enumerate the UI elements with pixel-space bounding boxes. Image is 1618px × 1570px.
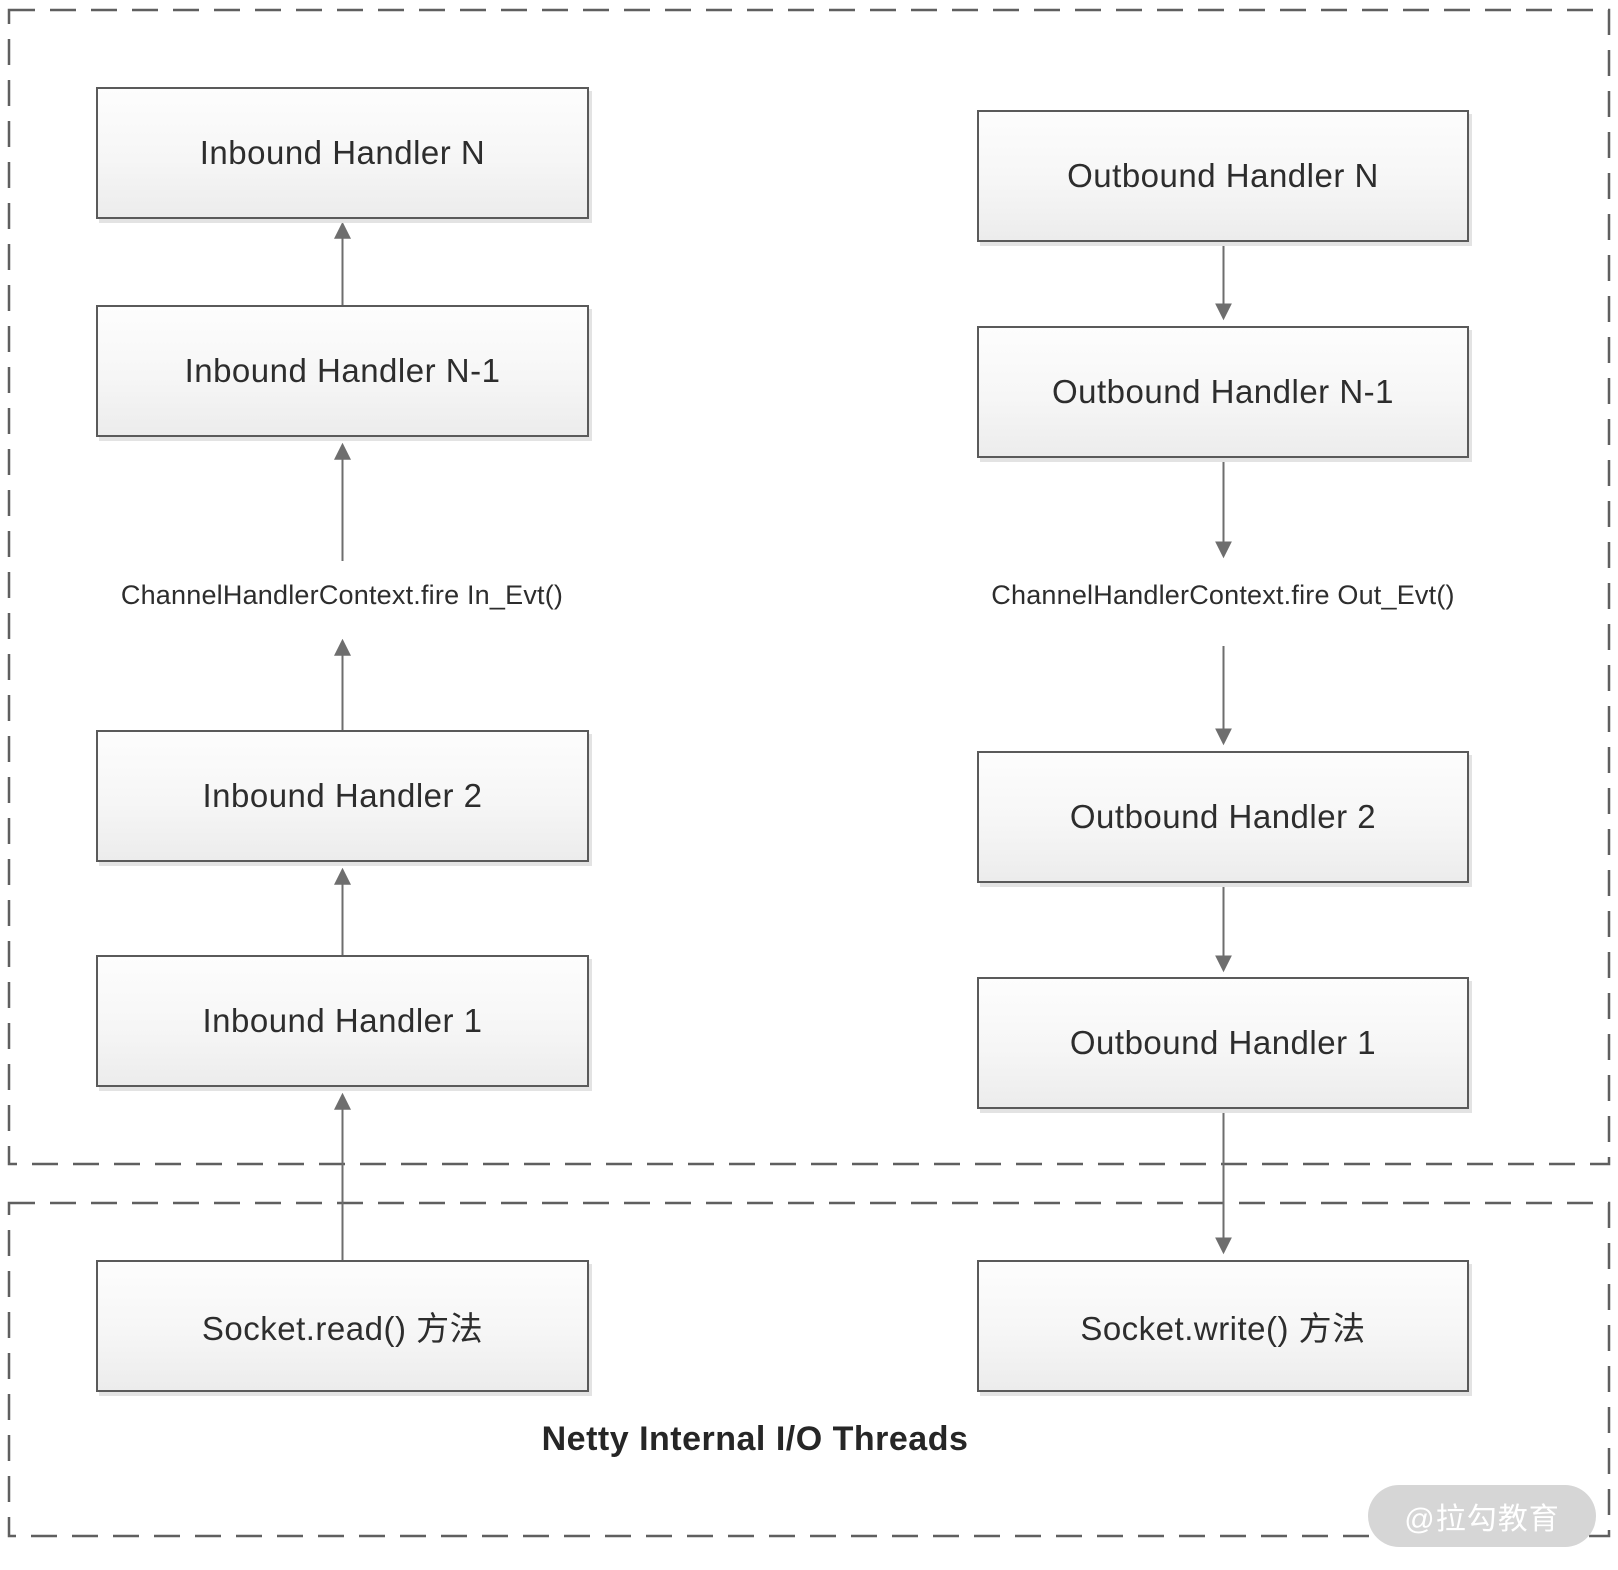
socket-write-box: Socket.write() 方法: [977, 1260, 1469, 1392]
inbound-handler-n-box: Inbound Handler N: [96, 87, 589, 219]
inbound-event-label: ChannelHandlerContext.fire In_Evt(): [120, 580, 564, 610]
inbound-handler-2-box: Inbound Handler 2: [96, 730, 589, 862]
inbound-handler-1-box: Inbound Handler 1: [96, 955, 589, 1087]
outbound-handler-2-box: Outbound Handler 2: [977, 751, 1469, 883]
outbound-handler-n-box: Outbound Handler N: [977, 110, 1469, 242]
pipeline-dashed-frame: [7, 8, 1611, 1166]
socket-read-box: Socket.read() 方法: [96, 1260, 589, 1392]
io-threads-dashed-frame: [7, 1201, 1611, 1538]
outbound-handler-n1-box: Outbound Handler N-1: [977, 326, 1469, 458]
watermark-badge: @拉勾教育: [1368, 1485, 1596, 1547]
outbound-handler-1-box: Outbound Handler 1: [977, 977, 1469, 1109]
io-threads-title: Netty Internal I/O Threads: [541, 1420, 969, 1458]
inbound-handler-n1-box: Inbound Handler N-1: [96, 305, 589, 437]
outbound-event-label: ChannelHandlerContext.fire Out_Evt(): [991, 580, 1455, 610]
